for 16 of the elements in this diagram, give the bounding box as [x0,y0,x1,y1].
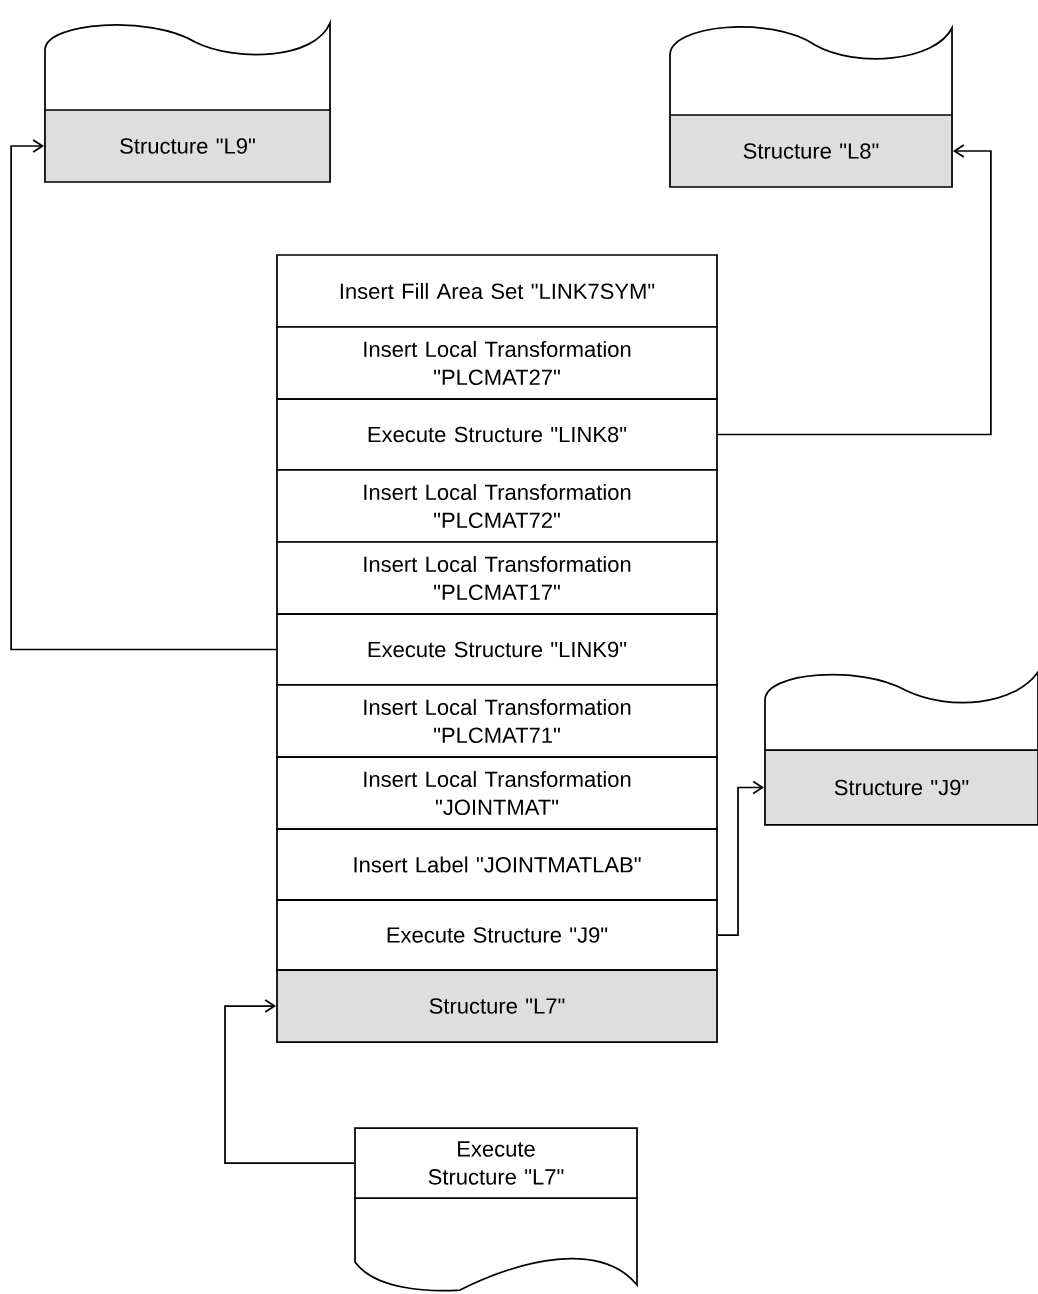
element-row: Insert Label "JOINTMATLAB" [276,828,718,901]
structure-band: Structure "L7" [276,969,718,1043]
arrow [717,780,765,936]
node-label: Structure "L8" [743,143,879,159]
element-row: Execute Structure "J9" [276,899,718,971]
element-row: Insert Local Transformation "PLCMAT72" [276,469,718,543]
element-row: Insert Local Transformation "JOINTMAT" [276,756,718,830]
element-row: Insert Fill Area Set "LINK7SYM" [276,254,718,328]
element-row: Insert Local Transformation "PLCMAT17" [276,541,718,615]
element-row: Execute Structure "LINK8" [276,398,718,471]
arrow [10,139,277,651]
arrow [224,999,355,1164]
element-row: Execute Structure "LINK9" [276,613,718,686]
element-row: Insert Local Transformation "PLCMAT71" [276,684,718,758]
element-row: Insert Local Transformation "PLCMAT27" [276,326,718,400]
arrow [717,144,992,436]
